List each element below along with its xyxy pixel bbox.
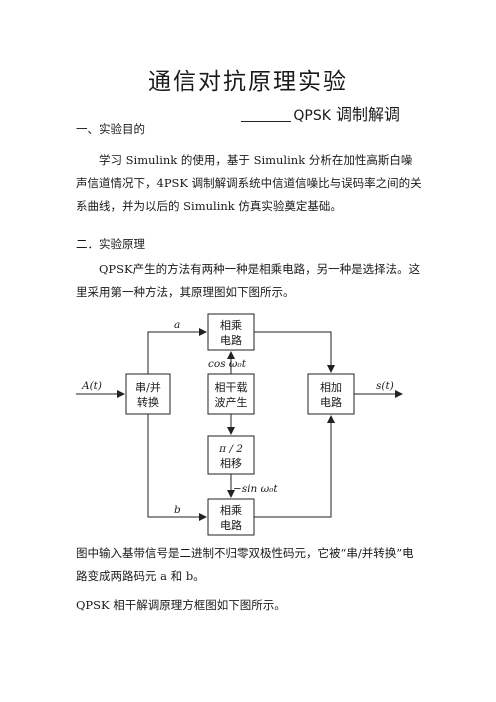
shift-line2: 相移	[220, 457, 242, 470]
document-subtitle: QPSK 调制解调	[241, 101, 400, 125]
sp-line2: 转换	[137, 395, 159, 409]
section-text-principle: QPSK产生的方法有两种一种是相乘电路，另一种是选择法。这里采用第一种方法，其原…	[76, 262, 421, 299]
mult-top-line2: 电路	[220, 334, 242, 347]
shift-line1: π / 2	[218, 443, 243, 455]
label-cos: cos ω₀t	[208, 358, 247, 370]
mult-top-line1: 相乘	[220, 319, 242, 332]
adder-line1: 相加	[320, 381, 342, 394]
qpsk-block-diagram: 相乘 电路 串/并 转换 相干载 波产生 相加 电路 π / 2 相移 相乘 电…	[76, 313, 403, 536]
mult-bot-line1: 相乘	[220, 504, 242, 517]
mult-bot-line2: 电路	[220, 519, 242, 532]
label-b: b	[174, 504, 181, 516]
document-title: 通信对抗原理实验	[148, 69, 348, 95]
carrier-line2: 波产生	[215, 395, 248, 409]
carrier-line1: 相干载	[215, 381, 248, 394]
section-text-purpose: 学习 Simulink 的使用，基于 Simulink 分析在加性高斯白噪声信道…	[76, 153, 422, 213]
label-input: A(t)	[81, 380, 102, 392]
section-heading-purpose: 一、实验目的	[76, 122, 145, 136]
after-diagram-text: 图中输入基带信号是二进制不归零双极性码元，它被“串/并转换”电路变成两路码元 a…	[76, 546, 414, 583]
demod-intro-text: QPSK 相干解调原理方框图如下图所示。	[76, 598, 286, 612]
label-sin: −sin ω₀t	[233, 483, 278, 495]
adder-line2: 电路	[320, 396, 342, 409]
label-a: a	[174, 319, 180, 331]
label-output: s(t)	[376, 380, 394, 392]
subtitle-rest: 调制解调	[330, 105, 400, 124]
subtitle-code: QPSK	[293, 108, 331, 124]
sp-line1: 串/并	[135, 380, 161, 394]
section-heading-principle: 二．实验原理	[76, 237, 145, 251]
subtitle-blank-line	[241, 121, 292, 122]
